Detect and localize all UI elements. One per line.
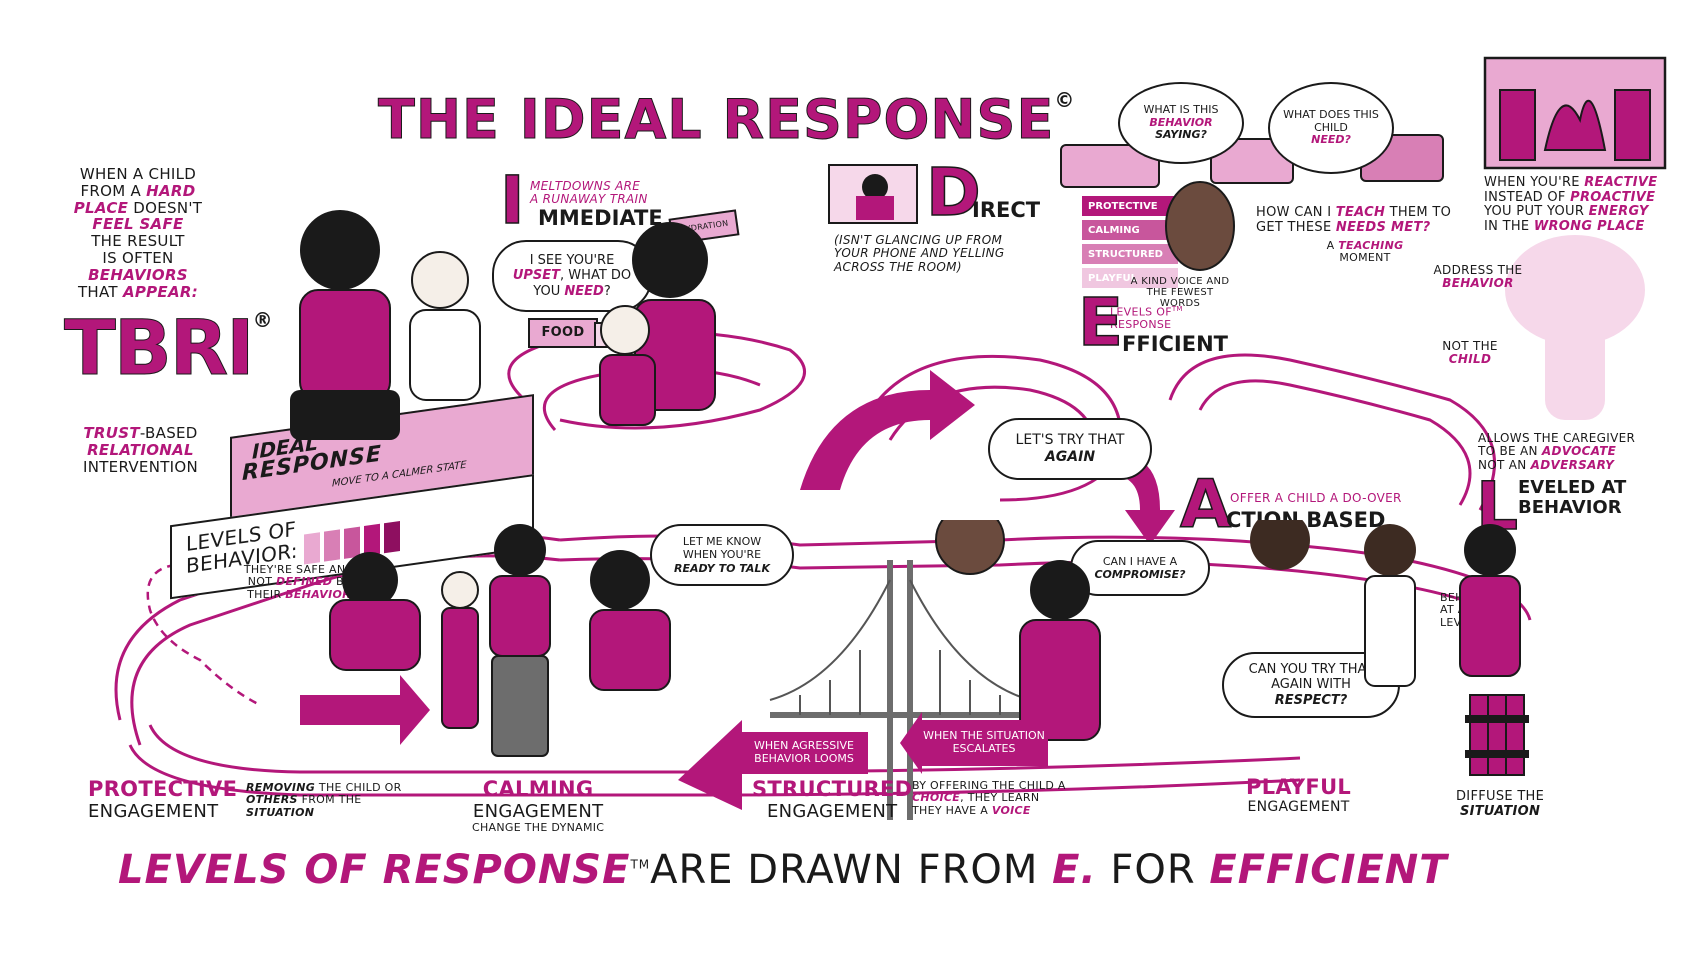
direct-heading: IRECT — [972, 198, 1041, 222]
level-calming: CALMING — [1082, 220, 1178, 240]
calming-engagement: CALMING ENGAGEMENT CHANGE THE DYNAMIC — [472, 777, 605, 834]
tbri-definition: TRUST-BASED RELATIONAL INTERVENTION — [82, 424, 199, 476]
road-segment-bottom — [128, 744, 1301, 797]
immediate-note: MELTDOWNS ARE A RUNAWAY TRAIN — [530, 179, 648, 207]
teaching-moment: A TEACHING MOMENT — [1326, 239, 1404, 265]
structured-engagement: STRUCTURED ENGAGEMENT — [752, 777, 913, 822]
arrow-aggressive-head — [678, 720, 742, 810]
teach-question: HOW CAN I TEACH THEM TO GET THESE NEEDS … — [1256, 205, 1452, 235]
action-letter: A — [1179, 466, 1232, 543]
arrow-protective — [300, 675, 430, 745]
road-loop-direct — [858, 354, 1123, 502]
curved-arrow-immediate — [800, 370, 975, 490]
phone-scene-illustration — [828, 164, 918, 224]
playful-engagement: PLAYFUL ENGAGEMENT — [1246, 775, 1352, 815]
efficient-letter: E — [1077, 284, 1124, 361]
arrow-aggressive-looms: WHEN AGRESSIVE BEHAVIOR LOOMS — [740, 732, 868, 774]
level-playful: PLAYFUL — [1082, 268, 1178, 288]
children-figures-illustration — [329, 520, 1521, 757]
protective-engagement: PROTECTIVE ENGAGEMENT — [88, 777, 238, 822]
tbri-logo: TBRI® — [64, 303, 273, 392]
efficient-voice-note: A KIND VOICE AND THE FEWEST WORDS — [1130, 276, 1230, 310]
fireplace-illustration — [1483, 56, 1667, 170]
level-structured: STRUCTURED — [1082, 244, 1178, 264]
address-behavior-note: ADDRESS THE BEHAVIOR — [1433, 263, 1523, 291]
level-protective: PROTECTIVE — [1082, 196, 1178, 216]
road-loop-efficient — [1168, 353, 1496, 511]
efficient-heading: FFICIENT — [1122, 332, 1228, 356]
structured-note: BY OFFERING THE CHILD A CHOICE, THEY LEA… — [912, 779, 1066, 817]
immediate-heading: MMEDIATE — [538, 206, 663, 230]
reactive-note: WHEN YOU'RE REACTIVE INSTEAD OF PROACTIV… — [1484, 175, 1658, 234]
diffuse-note: DIFFUSE THE SITUATION — [1456, 789, 1545, 819]
action-note: OFFER A CHILD A DO-OVER — [1230, 491, 1402, 505]
intro-text: WHEN A CHILD FROM A HARD PLACE DOESN'T F… — [73, 165, 203, 301]
immediate-letter: I — [499, 162, 525, 239]
bubble-compromise: CAN I HAVE A COMPROMISE? — [1070, 540, 1210, 596]
arrow-escalates-head — [900, 712, 922, 774]
dashed-child-outline — [146, 563, 261, 707]
bubble-upset: I SEE YOU'RE UPSET, WHAT DO YOU NEED? — [492, 240, 652, 312]
efficient-levels-note: LEVELS OFTM RESPONSE — [1110, 305, 1183, 331]
bubble-try-again: LET'S TRY THAT AGAIN — [988, 418, 1152, 480]
footer-tagline: LEVELS OF RESPONSETMARE DRAWN FROM E. FO… — [118, 847, 1448, 893]
page-title: THE IDEAL RESPONSE© — [377, 88, 1076, 152]
child-silhouette-illustration — [1505, 235, 1645, 420]
direct-note: (ISN'T GLANCING UP FROM YOUR PHONE AND Y… — [834, 233, 1005, 274]
safe-note: THEY'RE SAFE AND NOT DEFINED BY THEIR BE… — [243, 563, 355, 601]
not-child-note: NOT THE CHILD — [1442, 339, 1498, 367]
caregiver-face-illustration — [1165, 181, 1235, 271]
bridge-illustration — [769, 560, 1031, 820]
bubble-ready-to-talk: LET ME KNOW WHEN YOU'RE READY TO TALK — [650, 524, 794, 586]
train-car-food: FOOD — [528, 318, 598, 348]
direct-letter: D — [925, 154, 981, 231]
arrow-situation-escalates: WHEN THE SITUATION ESCALATES — [920, 720, 1048, 766]
leveled-heading: EVELED AT BEHAVIOR — [1518, 477, 1627, 518]
caregiver-figures-illustration — [290, 210, 716, 440]
protective-note: REMOVING THE CHILD OR OTHERS FROM THE SI… — [246, 781, 402, 819]
advocate-note: ALLOWS THE CAREGIVER TO BE AN ADVOCATE N… — [1478, 431, 1636, 472]
dynamite-illustration — [1465, 694, 1529, 776]
